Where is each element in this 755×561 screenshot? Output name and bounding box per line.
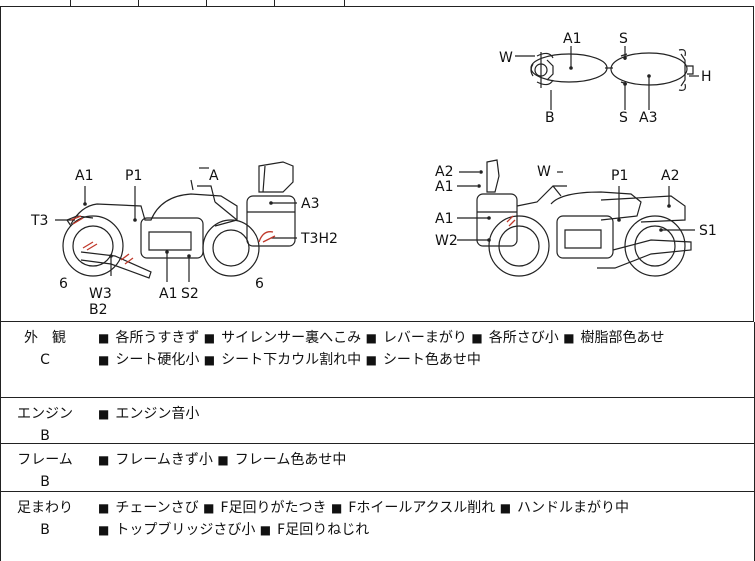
marker-dots <box>83 56 671 258</box>
list-item: チェーンさび <box>98 500 199 516</box>
list-item: 各所さび小 <box>471 330 558 346</box>
list-item: シート色あせ中 <box>366 352 481 368</box>
section-name: 外 観 <box>24 330 66 346</box>
label-left-a1b: A1 <box>159 286 177 302</box>
list-item: ハンドルまがり中 <box>500 500 629 516</box>
motorcycle-damage-map: A1 S W H B S A3 A1 P1 A A3 T3 T3H2 6 W3 … <box>30 31 717 318</box>
section-frame: フレーム B フレームきず小 フレーム色あせ中 <box>0 444 755 492</box>
list-item: F足回りがたつき <box>203 500 326 516</box>
label-left-t3: T3 <box>30 213 48 229</box>
section-items: チェーンさび F足回りがたつき Fホイールアクスル削れ ハンドルまがり中 トップ… <box>98 497 748 541</box>
label-left-p1: P1 <box>125 168 142 184</box>
label-top-s2: S <box>619 110 628 126</box>
damage-marks <box>70 215 516 265</box>
list-item: エンジン音小 <box>98 406 199 422</box>
label-right-a1: A1 <box>435 179 453 195</box>
section-grade: B <box>40 474 50 490</box>
label-right-a2: A2 <box>435 164 453 180</box>
list-item: シート下カウル割れ中 <box>204 352 361 368</box>
list-item: サイレンサー裏へこみ <box>204 330 361 346</box>
left-view-bike <box>62 161 296 279</box>
list-item: 樹脂部色あせ <box>563 330 664 346</box>
section-name: フレーム <box>17 452 73 468</box>
list-item: フレームきず小 <box>98 452 213 468</box>
label-top-a1: A1 <box>563 31 581 47</box>
label-right-w2: W2 <box>435 233 458 249</box>
label-right-a1b: A1 <box>435 211 453 227</box>
list-item: Fホイールアクスル削れ <box>331 500 495 516</box>
label-right-a2b: A2 <box>661 168 679 184</box>
label-left-w3: W3 <box>89 286 112 302</box>
list-item: フレーム色あせ中 <box>217 452 346 468</box>
section-grade: C <box>40 352 50 368</box>
label-right-s1: S1 <box>699 223 717 239</box>
section-engine: エンジン B エンジン音小 <box>0 398 755 444</box>
damage-diagram: A1 S W H B S A3 A1 P1 A A3 T3 T3H2 6 W3 … <box>0 6 754 322</box>
label-top-s: S <box>619 31 628 47</box>
label-left-a1: A1 <box>75 168 93 184</box>
label-right-p1: P1 <box>611 168 628 184</box>
list-item: 各所うすきず <box>98 330 199 346</box>
section-items: 各所うすきず サイレンサー裏へこみ レバーまがり 各所さび小 樹脂部色あせ シー… <box>98 327 748 371</box>
section-name: 足まわり <box>17 500 73 516</box>
right-view-bike <box>476 159 692 277</box>
list-item: トップブリッジさび小 <box>98 522 255 538</box>
top-table-strip <box>0 0 754 7</box>
label-top-h: H <box>701 69 712 85</box>
list-item: F足回りねじれ <box>260 522 369 538</box>
label-left-a3: A3 <box>301 196 319 212</box>
label-top-b: B <box>545 110 555 126</box>
label-left-6b: 6 <box>255 276 264 292</box>
list-item: シート硬化小 <box>98 352 199 368</box>
label-top-w: W <box>499 50 513 66</box>
leader-lines <box>55 46 699 282</box>
section-grade: B <box>40 522 50 538</box>
section-items: エンジン音小 <box>98 403 748 425</box>
label-top-a3: A3 <box>639 110 657 126</box>
label-left-s2: S2 <box>181 286 199 302</box>
label-left-a: A <box>209 168 219 184</box>
label-left-6a: 6 <box>59 276 68 292</box>
section-name: エンジン <box>17 406 73 422</box>
section-items: フレームきず小 フレーム色あせ中 <box>98 449 748 471</box>
label-left-t3h2: T3H2 <box>300 231 338 247</box>
section-exterior: 外 観 C 各所うすきず サイレンサー裏へこみ レバーまがり 各所さび小 樹脂部… <box>0 322 755 398</box>
list-item: レバーまがり <box>366 330 467 346</box>
top-view-bike <box>530 49 694 91</box>
label-left-b2: B2 <box>89 302 108 318</box>
section-grade: B <box>40 428 50 444</box>
label-right-w: W <box>537 164 551 180</box>
section-suspension: 足まわり B チェーンさび F足回りがたつき Fホイールアクスル削れ ハンドルま… <box>0 492 755 561</box>
diagram-labels: A1 S W H B S A3 A1 P1 A A3 T3 T3H2 6 W3 … <box>30 31 717 318</box>
